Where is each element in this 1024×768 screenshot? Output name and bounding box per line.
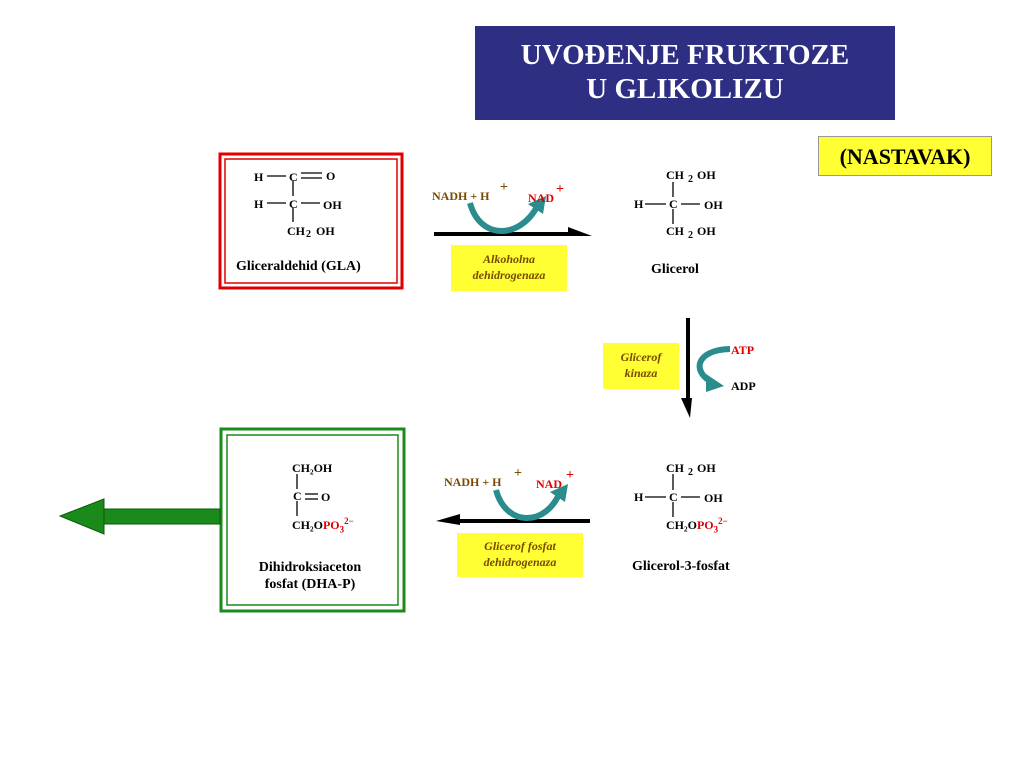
g3p-minus: − bbox=[722, 516, 728, 526]
g3p-label: Glicerol-3-fosfat bbox=[632, 559, 730, 574]
glicerol-bonds bbox=[645, 182, 700, 224]
glicerol-label: Glicerol bbox=[651, 262, 699, 277]
glicerol-h: H bbox=[634, 197, 644, 211]
gla-h2: H bbox=[254, 197, 264, 211]
r3-nadh: NADH + H bbox=[444, 475, 502, 489]
g3p-sub3: 3 bbox=[713, 524, 719, 535]
glicerol-oh-mid: OH bbox=[704, 198, 723, 212]
reaction3-arrow bbox=[436, 484, 590, 525]
gla-c2: C bbox=[289, 197, 298, 211]
gla-h1: H bbox=[254, 170, 264, 184]
g3p-sub2-top: 2 bbox=[688, 467, 693, 478]
title-line-1: UVOĐENJE FRUKTOZE bbox=[520, 39, 850, 71]
title-banner: UVOĐENJE FRUKTOZE U GLIKOLIZU bbox=[475, 26, 895, 120]
dhap-sub3: 3 bbox=[339, 524, 345, 535]
g3p-oh-mid: OH bbox=[704, 491, 723, 505]
glicerol-ch-bottom: CH bbox=[666, 224, 684, 238]
dhap-bonds bbox=[296, 474, 318, 516]
gla-oh: OH bbox=[323, 198, 342, 212]
r3-nad-plus: + bbox=[566, 468, 574, 483]
glicerol-sub2-top: 2 bbox=[688, 174, 693, 185]
gla-sub2: 2 bbox=[306, 229, 311, 240]
glicerol-oh-top: OH bbox=[697, 168, 716, 182]
reaction1-arrow bbox=[434, 196, 592, 236]
r3-enzyme-box: Glicerof fosfat dehidrogenaza bbox=[457, 533, 583, 577]
gla-ch-oh: OH bbox=[316, 224, 335, 238]
gla-box-outer bbox=[218, 152, 404, 290]
dhap-po: PO bbox=[322, 518, 340, 532]
dhap-ch2o-text: CH₂O bbox=[292, 518, 323, 532]
g3p-h: H bbox=[634, 490, 644, 504]
g3p-ch-top: CH bbox=[666, 461, 684, 475]
r2-enzyme-line-1: Glicerof bbox=[620, 350, 662, 364]
title-line-2: U GLIKOLIZU bbox=[586, 73, 784, 105]
g3p-bonds bbox=[645, 474, 700, 517]
dhap-minus: − bbox=[348, 516, 354, 526]
g3p-po: PO bbox=[696, 518, 714, 532]
g3p-ch2o-text: CH₂O bbox=[666, 518, 697, 532]
r1-nadh: NADH + H bbox=[432, 189, 490, 203]
r3-enzyme-line-1: Glicerof fosfat bbox=[484, 539, 556, 553]
dhap-sup2: 2 bbox=[344, 516, 349, 526]
gla-box-inner bbox=[224, 158, 398, 284]
dhap-box-outer bbox=[219, 427, 406, 613]
r2-enzyme-box: Glicerof kinaza bbox=[603, 343, 679, 389]
reaction2-arrow bbox=[681, 318, 731, 418]
glicerol-c: C bbox=[669, 197, 678, 211]
dhap-ch2o: CH₂OPO32− bbox=[292, 516, 354, 534]
r1-nadh-plus: + bbox=[500, 180, 508, 195]
dhap-box-inner bbox=[226, 434, 399, 606]
r1-enzyme-line-1: Alkoholna bbox=[482, 252, 536, 266]
glicerol-ch-top: CH bbox=[666, 168, 684, 182]
r2-enzyme-line-2: kinaza bbox=[624, 366, 658, 380]
gla-ch: CH bbox=[287, 224, 305, 238]
gla-label: Gliceraldehid (GLA) bbox=[236, 259, 361, 274]
dhap-c: C bbox=[293, 489, 302, 503]
dhap-label-line-1: Dihidroksiaceton bbox=[258, 560, 362, 575]
continuation-badge: (NASTAVAK) bbox=[818, 136, 992, 176]
g3p-oh-top: OH bbox=[697, 461, 716, 475]
dhap-label-line-2: fosfat (DHA-P) bbox=[264, 577, 356, 592]
r3-enzyme-line-2: dehidrogenaza bbox=[483, 555, 557, 569]
r3-nadh-plus: + bbox=[514, 466, 522, 481]
g3p-ch2o: CH₂OPO32− bbox=[666, 516, 728, 534]
g3p-c: C bbox=[669, 490, 678, 504]
glicerol-oh-bottom: OH bbox=[697, 224, 716, 238]
dhap-label: Dihidroksiaceton fosfat (DHA-P) bbox=[228, 559, 392, 593]
gla-bonds bbox=[267, 172, 322, 222]
r1-nad-plus: + bbox=[556, 182, 564, 197]
output-arrow bbox=[58, 498, 221, 535]
r2-atp: ATP bbox=[731, 343, 755, 357]
r1-enzyme-box: Alkoholna dehidrogenaza bbox=[451, 245, 567, 291]
gla-o: O bbox=[326, 169, 336, 183]
r2-adp: ADP bbox=[731, 379, 756, 393]
r1-enzyme-line-2: dehidrogenaza bbox=[472, 268, 546, 282]
dhap-ch2oh: CH₂OH bbox=[292, 461, 333, 475]
dhap-o: O bbox=[321, 490, 331, 504]
r3-nad: NAD bbox=[536, 477, 562, 491]
glicerol-sub2-bottom: 2 bbox=[688, 230, 693, 241]
r1-nad: NAD bbox=[528, 191, 554, 205]
gla-c1: C bbox=[289, 170, 298, 184]
g3p-sup2: 2 bbox=[718, 516, 723, 526]
